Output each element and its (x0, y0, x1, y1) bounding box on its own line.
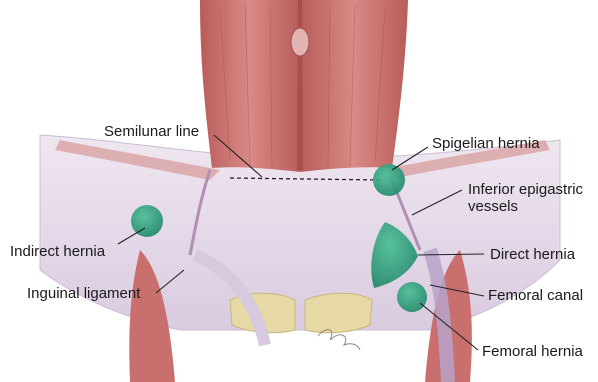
label-inferior-epigastric-line1: Inferior epigastric (468, 181, 583, 199)
umbilicus (291, 28, 309, 56)
label-indirect-hernia: Indirect hernia (10, 243, 105, 261)
label-direct-hernia: Direct hernia (490, 246, 575, 264)
label-femoral-hernia: Femoral hernia (482, 343, 583, 361)
spigelian-hernia-marker (373, 164, 405, 196)
label-inguinal-ligament: Inguinal ligament (27, 285, 140, 303)
pubic-bone-right (305, 293, 372, 332)
label-femoral-canal: Femoral canal (488, 287, 583, 305)
label-inferior-epigastric-line2: vessels (468, 198, 518, 216)
label-spigelian-hernia: Spigelian hernia (432, 135, 540, 153)
indirect-hernia-marker (131, 205, 163, 237)
label-semilunar-line: Semilunar line (104, 123, 199, 141)
left-rectus-muscle (200, 0, 300, 172)
linea-alba (297, 0, 303, 170)
femoral-hernia-marker (397, 282, 427, 312)
